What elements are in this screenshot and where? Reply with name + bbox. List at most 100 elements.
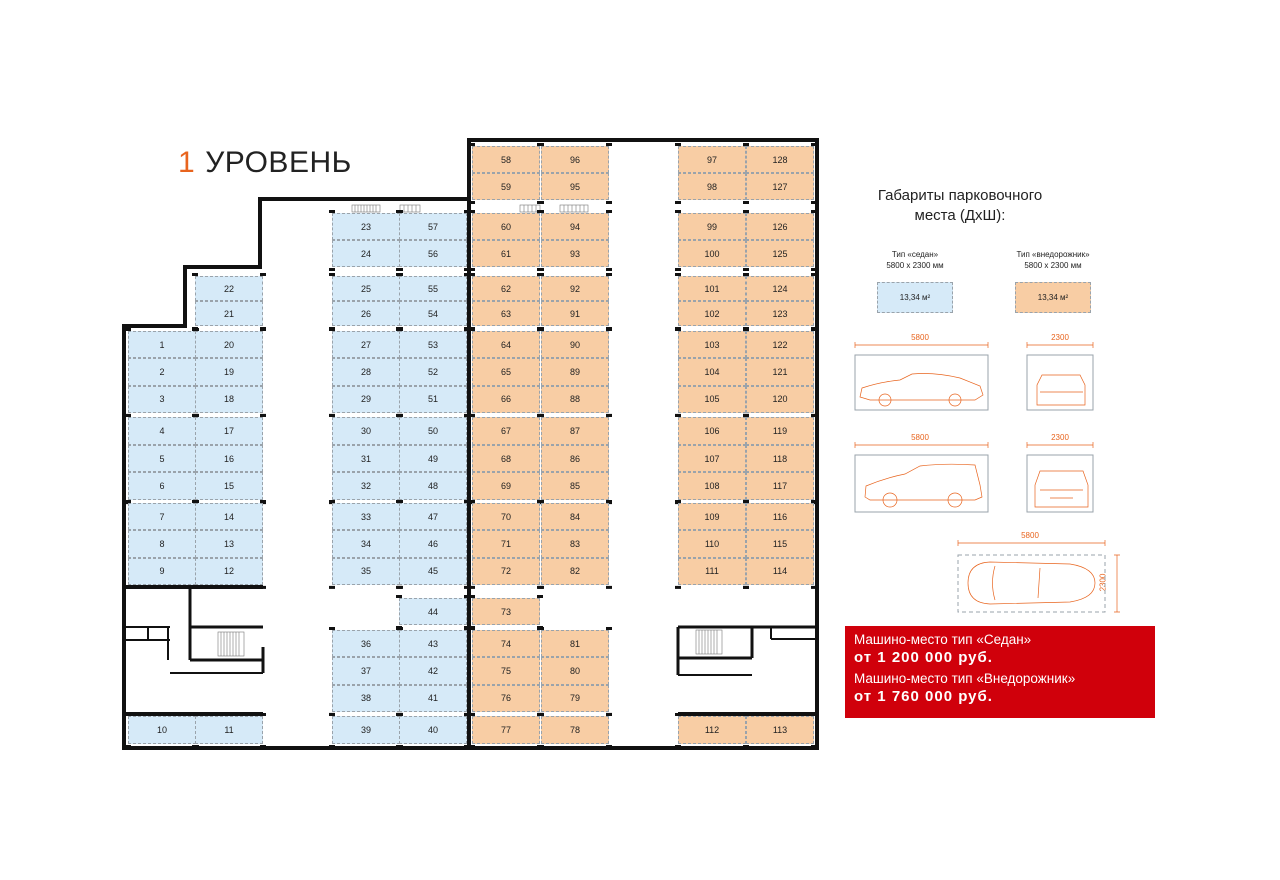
parking-spot-suv[interactable]: 78 bbox=[541, 716, 609, 744]
parking-spot-sedan[interactable]: 47 bbox=[399, 503, 467, 531]
parking-spot-suv[interactable]: 102 bbox=[678, 301, 746, 326]
parking-spot-sedan[interactable]: 27 bbox=[332, 331, 400, 359]
parking-spot-sedan[interactable]: 29 bbox=[332, 385, 400, 413]
parking-spot-sedan[interactable]: 31 bbox=[332, 444, 400, 473]
parking-spot-sedan[interactable]: 37 bbox=[332, 657, 400, 685]
parking-spot-sedan[interactable]: 25 bbox=[332, 276, 400, 301]
parking-spot-sedan[interactable]: 38 bbox=[332, 684, 400, 712]
parking-spot-suv[interactable]: 114 bbox=[746, 557, 814, 585]
parking-spot-suv[interactable]: 90 bbox=[541, 331, 609, 359]
parking-spot-suv[interactable]: 86 bbox=[541, 444, 609, 473]
parking-spot-sedan[interactable]: 9 bbox=[128, 557, 196, 585]
parking-spot-suv[interactable]: 125 bbox=[746, 240, 814, 267]
parking-spot-sedan[interactable]: 13 bbox=[195, 530, 263, 558]
parking-spot-sedan[interactable]: 23 bbox=[332, 213, 400, 240]
parking-spot-sedan[interactable]: 15 bbox=[195, 472, 263, 501]
parking-spot-suv[interactable]: 127 bbox=[746, 173, 814, 200]
parking-spot-suv[interactable]: 113 bbox=[746, 716, 814, 744]
parking-spot-sedan[interactable]: 51 bbox=[399, 385, 467, 413]
parking-spot-suv[interactable]: 116 bbox=[746, 503, 814, 531]
parking-spot-suv[interactable]: 111 bbox=[678, 557, 746, 585]
parking-spot-suv[interactable]: 101 bbox=[678, 276, 746, 301]
parking-spot-suv[interactable]: 60 bbox=[472, 213, 540, 240]
parking-spot-sedan[interactable]: 39 bbox=[332, 716, 400, 744]
parking-spot-suv[interactable]: 63 bbox=[472, 301, 540, 326]
parking-spot-suv[interactable]: 97 bbox=[678, 146, 746, 173]
parking-spot-suv[interactable]: 82 bbox=[541, 557, 609, 585]
parking-spot-suv[interactable]: 100 bbox=[678, 240, 746, 267]
parking-spot-suv[interactable]: 115 bbox=[746, 530, 814, 558]
parking-spot-sedan[interactable]: 8 bbox=[128, 530, 196, 558]
parking-spot-sedan[interactable]: 44 bbox=[399, 598, 467, 625]
parking-spot-sedan[interactable]: 43 bbox=[399, 630, 467, 658]
parking-spot-suv[interactable]: 120 bbox=[746, 385, 814, 413]
parking-spot-sedan[interactable]: 52 bbox=[399, 358, 467, 386]
parking-spot-suv[interactable]: 87 bbox=[541, 417, 609, 445]
parking-spot-sedan[interactable]: 55 bbox=[399, 276, 467, 301]
parking-spot-sedan[interactable]: 14 bbox=[195, 503, 263, 531]
parking-spot-suv[interactable]: 91 bbox=[541, 301, 609, 326]
parking-spot-suv[interactable]: 104 bbox=[678, 358, 746, 386]
parking-spot-suv[interactable]: 84 bbox=[541, 503, 609, 531]
parking-spot-suv[interactable]: 74 bbox=[472, 630, 540, 658]
parking-spot-suv[interactable]: 108 bbox=[678, 472, 746, 501]
parking-spot-suv[interactable]: 88 bbox=[541, 385, 609, 413]
parking-spot-suv[interactable]: 93 bbox=[541, 240, 609, 267]
parking-spot-suv[interactable]: 76 bbox=[472, 684, 540, 712]
parking-spot-suv[interactable]: 72 bbox=[472, 557, 540, 585]
parking-spot-suv[interactable]: 64 bbox=[472, 331, 540, 359]
parking-spot-suv[interactable]: 61 bbox=[472, 240, 540, 267]
parking-spot-sedan[interactable]: 22 bbox=[195, 276, 263, 301]
parking-spot-suv[interactable]: 83 bbox=[541, 530, 609, 558]
parking-spot-sedan[interactable]: 17 bbox=[195, 417, 263, 445]
parking-spot-suv[interactable]: 117 bbox=[746, 472, 814, 501]
parking-spot-suv[interactable]: 73 bbox=[472, 598, 540, 625]
parking-spot-suv[interactable]: 105 bbox=[678, 385, 746, 413]
parking-spot-suv[interactable]: 103 bbox=[678, 331, 746, 359]
parking-spot-sedan[interactable]: 16 bbox=[195, 444, 263, 473]
parking-spot-suv[interactable]: 99 bbox=[678, 213, 746, 240]
parking-spot-sedan[interactable]: 3 bbox=[128, 385, 196, 413]
parking-spot-suv[interactable]: 59 bbox=[472, 173, 540, 200]
parking-spot-sedan[interactable]: 48 bbox=[399, 472, 467, 501]
parking-spot-suv[interactable]: 75 bbox=[472, 657, 540, 685]
parking-spot-sedan[interactable]: 46 bbox=[399, 530, 467, 558]
parking-spot-sedan[interactable]: 34 bbox=[332, 530, 400, 558]
parking-spot-suv[interactable]: 124 bbox=[746, 276, 814, 301]
parking-spot-suv[interactable]: 123 bbox=[746, 301, 814, 326]
parking-spot-sedan[interactable]: 56 bbox=[399, 240, 467, 267]
parking-spot-suv[interactable]: 96 bbox=[541, 146, 609, 173]
parking-spot-suv[interactable]: 121 bbox=[746, 358, 814, 386]
parking-spot-suv[interactable]: 119 bbox=[746, 417, 814, 445]
parking-spot-suv[interactable]: 106 bbox=[678, 417, 746, 445]
parking-spot-suv[interactable]: 81 bbox=[541, 630, 609, 658]
parking-spot-suv[interactable]: 94 bbox=[541, 213, 609, 240]
parking-spot-suv[interactable]: 62 bbox=[472, 276, 540, 301]
parking-spot-suv[interactable]: 92 bbox=[541, 276, 609, 301]
parking-spot-suv[interactable]: 98 bbox=[678, 173, 746, 200]
parking-spot-suv[interactable]: 66 bbox=[472, 385, 540, 413]
parking-spot-sedan[interactable]: 33 bbox=[332, 503, 400, 531]
parking-spot-sedan[interactable]: 50 bbox=[399, 417, 467, 445]
parking-spot-suv[interactable]: 77 bbox=[472, 716, 540, 744]
parking-spot-suv[interactable]: 69 bbox=[472, 472, 540, 501]
parking-spot-suv[interactable]: 126 bbox=[746, 213, 814, 240]
parking-spot-sedan[interactable]: 54 bbox=[399, 301, 467, 326]
parking-spot-sedan[interactable]: 1 bbox=[128, 331, 196, 359]
parking-spot-sedan[interactable]: 42 bbox=[399, 657, 467, 685]
parking-spot-sedan[interactable]: 32 bbox=[332, 472, 400, 501]
parking-spot-suv[interactable]: 109 bbox=[678, 503, 746, 531]
parking-spot-suv[interactable]: 112 bbox=[678, 716, 746, 744]
parking-spot-sedan[interactable]: 2 bbox=[128, 358, 196, 386]
parking-spot-sedan[interactable]: 11 bbox=[195, 716, 263, 744]
parking-spot-sedan[interactable]: 28 bbox=[332, 358, 400, 386]
parking-spot-sedan[interactable]: 30 bbox=[332, 417, 400, 445]
parking-spot-suv[interactable]: 107 bbox=[678, 444, 746, 473]
parking-spot-suv[interactable]: 80 bbox=[541, 657, 609, 685]
parking-spot-sedan[interactable]: 49 bbox=[399, 444, 467, 473]
parking-spot-sedan[interactable]: 18 bbox=[195, 385, 263, 413]
parking-spot-suv[interactable]: 122 bbox=[746, 331, 814, 359]
parking-spot-sedan[interactable]: 7 bbox=[128, 503, 196, 531]
parking-spot-suv[interactable]: 110 bbox=[678, 530, 746, 558]
parking-spot-suv[interactable]: 85 bbox=[541, 472, 609, 501]
